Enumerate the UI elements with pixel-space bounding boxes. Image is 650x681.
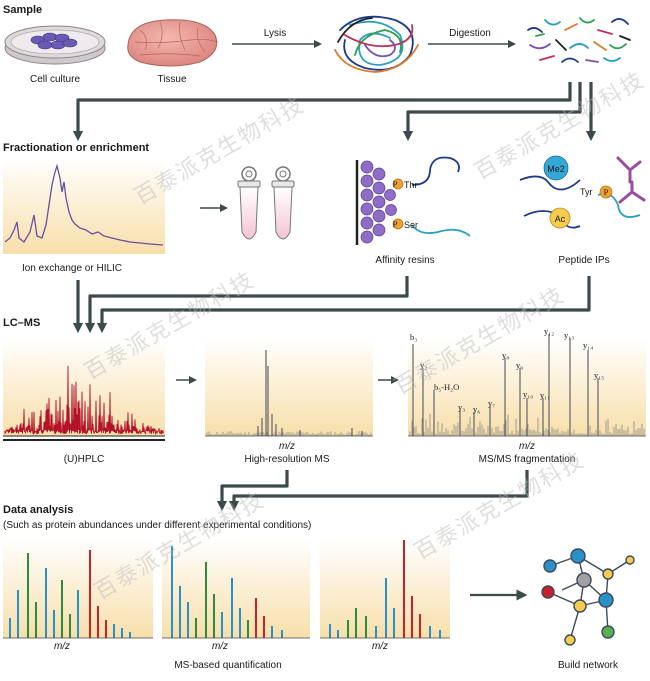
tissue-label: Tissue (157, 74, 187, 85)
ion-label-y10: y₁₀ (523, 389, 533, 399)
section-title-fractionation: Fractionation or enrichment (3, 142, 149, 154)
ms1-mz-label: m/z (279, 441, 295, 452)
section-title-sample: Sample (3, 4, 42, 16)
fraction-tubes-icon (237, 166, 295, 240)
peptides-to-affinity-arrow (402, 82, 582, 142)
ion-label-y12: y₁₂ (544, 326, 554, 336)
affinity-resins-label: Affinity resins (375, 255, 434, 266)
quant-spectrum-1 (9, 550, 131, 638)
cell-culture-dish-icon (4, 25, 106, 65)
peptide-ip-icon (519, 155, 646, 229)
ion-label-y14: y₁₄ (583, 340, 593, 350)
fragment-ion-labels: b₃ y₂ b₅-H₂O y₃ y₆ y₇ y₈ y₉ y₁₀ y₁₁ y₁₂ … (410, 326, 604, 414)
lc-chromatogram (4, 365, 164, 436)
section-title-lcms: LC–MS (3, 317, 40, 329)
peptide-ips-label: Peptide IPs (558, 255, 609, 266)
ms-quantification-label: MS-based quantification (174, 660, 281, 671)
ion-label-y2: y₂ (420, 360, 427, 370)
ms1-panel (205, 338, 373, 436)
ion-label-y13: y₁₃ (564, 330, 574, 340)
ion-label-y8: y₈ (502, 350, 509, 360)
lc-panel (3, 338, 165, 436)
affinity-resin-icon (355, 156, 471, 245)
ms1-spectrum (206, 350, 372, 436)
quant-mz-label-2: m/z (212, 641, 228, 652)
me2-label: Me2 (547, 164, 565, 174)
tissue-icon (127, 19, 219, 67)
data-analysis-note: (Such as protein abundances under differ… (3, 520, 311, 531)
affinity-to-lc-arrow (84, 276, 409, 334)
msms-mz-label: m/z (519, 441, 535, 452)
uhplc-label: (U)HPLC (64, 454, 105, 465)
ion-exchange-label: Ion exchange or HILIC (22, 263, 122, 274)
quant-panel-2 (162, 538, 310, 638)
section-title-data-analysis: Data analysis (3, 504, 73, 516)
msms-fragmentation-label: MS/MS fragmentation (479, 454, 576, 465)
quant-mz-label-1: m/z (54, 641, 70, 652)
ms-to-analysis-arrow (216, 470, 289, 512)
cell-culture-label: Cell culture (30, 74, 80, 85)
quant-spectrum-3 (329, 540, 441, 638)
peptides-to-fractionation-arrow (72, 82, 572, 142)
high-res-ms-label: High-resolution MS (244, 454, 329, 465)
thr-label: Thr (404, 180, 418, 190)
peptides-icon (527, 17, 631, 63)
quant-spectrum-2 (171, 546, 283, 638)
protein-lysate-icon (334, 15, 419, 73)
ion-label-y6: y₆ (473, 404, 480, 414)
ion-label-y3: y₃ (458, 402, 465, 412)
phospho-p-1: P (393, 179, 398, 189)
ac-label: Ac (555, 214, 566, 224)
phospho-p-2: P (393, 219, 398, 229)
tyr-label: Tyr (580, 187, 593, 197)
ion-exchange-chromatogram (4, 163, 164, 246)
ion-label-b3: b₃ (410, 332, 417, 342)
watermark-text-6: 百泰派克生物科技 (411, 448, 590, 566)
ip-to-lc-arrow (96, 276, 591, 334)
lysis-label: Lysis (264, 28, 286, 39)
protein-network-icon (541, 548, 635, 646)
msms-spectrum (409, 334, 645, 436)
ser-label: Ser (404, 220, 418, 230)
ion-label-b5-h2o: b₅-H₂O (434, 382, 459, 392)
quant-mz-label-3: m/z (372, 641, 388, 652)
ion-label-y11: y₁₁ (540, 390, 550, 400)
ion-label-y9: y₉ (516, 360, 523, 370)
build-network-label: Build network (558, 660, 619, 671)
ion-label-y7: y₇ (488, 398, 495, 408)
ion-label-y15: y₁₅ (594, 370, 604, 380)
ion-exchange-panel (3, 158, 165, 254)
phospho-p-3: P (604, 187, 609, 197)
digestion-label: Digestion (449, 28, 491, 39)
msms-to-analysis-arrow (228, 470, 529, 512)
